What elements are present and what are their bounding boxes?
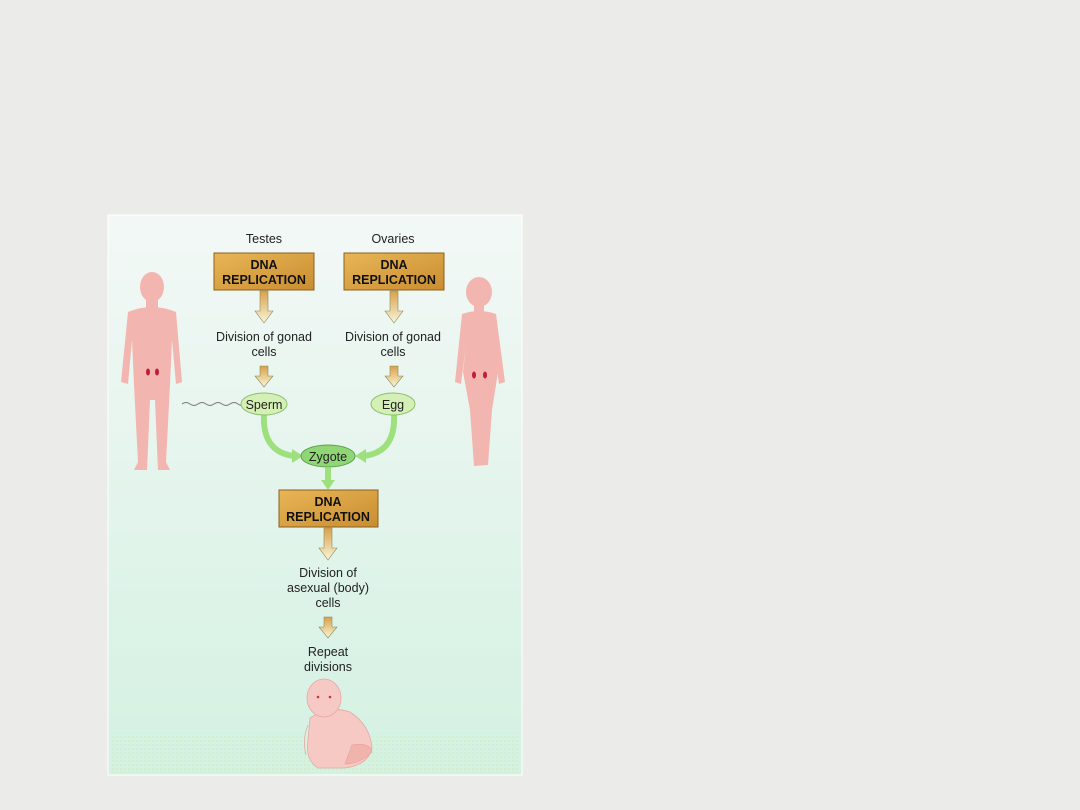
svg-text:REPLICATION: REPLICATION (352, 273, 436, 287)
dna-replication-box-right: DNA REPLICATION (343, 252, 445, 291)
svg-text:Egg: Egg (382, 398, 404, 412)
svg-text:DNA: DNA (314, 495, 341, 509)
arrow-down-icon (254, 365, 274, 388)
baby-illustration (304, 678, 373, 769)
arrow-down-icon (318, 616, 338, 639)
gonad-division-left-line2: cells (251, 345, 276, 359)
repeat-divisions-text-line2: divisions (304, 660, 352, 674)
gonad-division-left: Division of gonad (216, 330, 312, 344)
svg-text:Sperm: Sperm (246, 398, 283, 412)
repeat-divisions-text: Repeat (308, 645, 349, 659)
arrow-down-icon (384, 365, 404, 388)
zygote-cell: Zygote (300, 444, 356, 468)
arrow-down-icon (384, 290, 404, 324)
svg-text:REPLICATION: REPLICATION (286, 510, 370, 524)
arrow-down-icon (254, 290, 274, 324)
down-arrows (254, 290, 404, 639)
egg-cell: Egg (370, 392, 416, 416)
svg-text:REPLICATION: REPLICATION (222, 273, 306, 287)
dna-replication-box-center: DNA REPLICATION (278, 489, 379, 528)
svg-text:Zygote: Zygote (309, 450, 347, 464)
body-division-text-line2: asexual (body) (287, 581, 369, 595)
sperm-cell: Sperm (240, 392, 288, 416)
arrow-down-icon (321, 480, 335, 490)
female-figure (455, 277, 505, 466)
dna-replication-box-left: DNA REPLICATION (213, 252, 315, 291)
svg-text:DNA: DNA (250, 258, 277, 272)
gonad-division-right: Division of gonad (345, 330, 441, 344)
svg-text:DNA: DNA (380, 258, 407, 272)
sperm-tail (181, 402, 245, 406)
arrow-right-icon (292, 449, 303, 463)
arrow-left-icon (355, 449, 366, 463)
body-division-text: Division of (299, 566, 357, 580)
fertilization-arrows (260, 413, 398, 482)
gonad-division-right-line2: cells (380, 345, 405, 359)
ovaries-label: Ovaries (371, 232, 414, 246)
male-figure (121, 272, 182, 470)
body-division-text-line3: cells (315, 596, 340, 610)
testes-label: Testes (246, 232, 282, 246)
arrow-down-icon (318, 527, 338, 561)
